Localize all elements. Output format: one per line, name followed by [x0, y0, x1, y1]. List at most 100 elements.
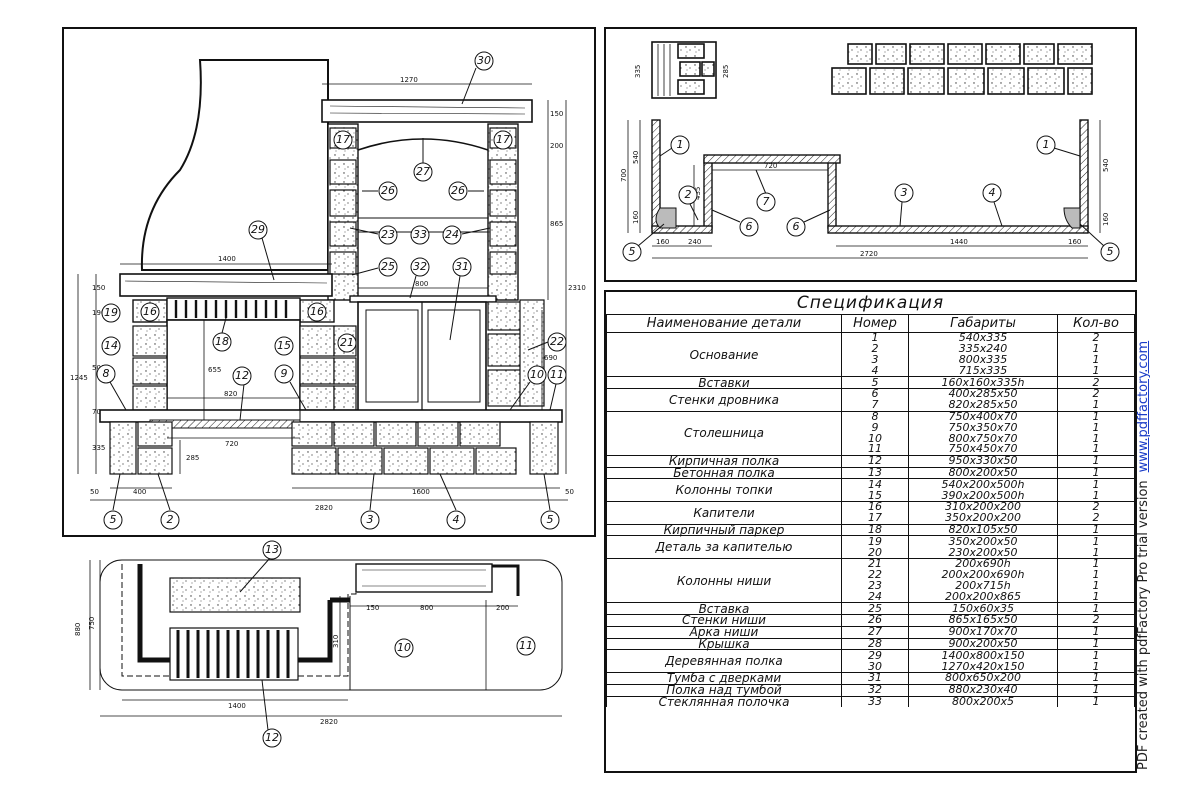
part-name-cell: Деталь за капителью [606, 535, 842, 559]
svg-text:29: 29 [251, 223, 265, 236]
svg-text:21: 21 [340, 336, 354, 349]
dim-label: 800 [420, 604, 433, 612]
part-name-cell: Вставки [606, 376, 842, 389]
callout-12: 12 [232, 366, 252, 421]
dim-label: 2720 [860, 250, 878, 258]
part-quantity-cell: 1 [1057, 410, 1135, 423]
part-quantity-cell: 1 [1057, 580, 1135, 592]
part-quantity-cell: 1 [1057, 660, 1135, 673]
part-quantity-cell: 2 [1057, 376, 1135, 389]
table-header-row: Наименование детали Номер Габариты Кол-в… [606, 314, 1135, 333]
dim-label: 865 [550, 220, 563, 228]
callout-30: 30 [461, 51, 494, 105]
svg-text:4: 4 [453, 513, 460, 526]
dim-label: 540 [632, 151, 640, 164]
dim-label: 1400 [228, 702, 246, 710]
svg-text:25: 25 [381, 260, 395, 273]
svg-text:33: 33 [413, 228, 427, 241]
dim-label: 150 [92, 284, 105, 292]
dim-label: 880 [74, 623, 82, 636]
dim-label: 50 [565, 488, 574, 496]
svg-text:3: 3 [367, 513, 374, 526]
callout-27: 27 [413, 138, 433, 182]
dim-label: 720 [764, 162, 777, 170]
callout-5: 5 [1079, 223, 1120, 262]
dim-label: 1400 [218, 255, 236, 263]
dim-label: 1440 [950, 238, 968, 246]
svg-text:9: 9 [281, 367, 288, 380]
watermark-text: PDF created with pdfFactory Pro trial ve… [1136, 480, 1151, 770]
svg-text:26: 26 [381, 184, 395, 197]
part-quantity-cell: 1 [1057, 422, 1135, 434]
dim-label: 150 [550, 110, 563, 118]
dim-label: 720 [225, 440, 238, 448]
dim-label: 285 [186, 454, 199, 462]
watermark-link[interactable]: www.pdffactory.com [1136, 340, 1151, 473]
dim-label: 200 [550, 142, 563, 150]
callout-7: 7 [755, 169, 776, 212]
dim-label: 150 [366, 604, 379, 612]
callout-17: 17 [493, 130, 513, 150]
header-quantity: Кол-во [1057, 314, 1135, 333]
part-name-cell: Деревянная полка [606, 649, 842, 673]
part-dimensions-cell: 800x200x5 [908, 695, 1058, 708]
callout-6: 6 [786, 209, 831, 237]
svg-text:5: 5 [547, 513, 554, 526]
part-name-cell: Стеклянная полочка [606, 695, 842, 708]
part-quantity-cell: 1 [1057, 557, 1135, 570]
part-name-cell: Бетонная полка [606, 466, 842, 479]
callout-15: 15 [274, 336, 294, 356]
svg-text:31: 31 [455, 260, 469, 273]
svg-text:24: 24 [445, 228, 459, 241]
callout-13: 13 [239, 540, 282, 593]
part-quantity-cell: 1 [1057, 466, 1135, 479]
dim-label: 160 [1102, 213, 1110, 226]
dim-label: 690 [544, 354, 557, 362]
svg-text:16: 16 [310, 305, 324, 318]
dim-label: 160 [656, 238, 669, 246]
part-quantity-cell: 1 [1057, 683, 1135, 696]
header-dimensions: Габариты [908, 314, 1058, 333]
part-name-cell: Капители [606, 500, 842, 525]
callout-25: 25 [351, 257, 398, 277]
part-quantity-cell: 1 [1057, 365, 1135, 377]
callout-1: 1 [1036, 135, 1081, 157]
callout-11: 11 [547, 365, 567, 411]
part-number-cell: 33 [841, 695, 909, 708]
part-quantity-cell: 1 [1057, 478, 1135, 491]
svg-text:7: 7 [763, 195, 770, 208]
part-number-cell: 24 [841, 591, 909, 603]
callout-21: 21 [337, 333, 357, 353]
svg-text:8: 8 [103, 367, 110, 380]
part-name-cell: Стенки дровника [606, 387, 842, 412]
svg-text:11: 11 [519, 639, 533, 652]
svg-text:10: 10 [530, 368, 544, 381]
callout-14: 14 [101, 336, 121, 356]
part-quantity-cell: 1 [1057, 399, 1135, 412]
part-quantity-cell: 1 [1057, 625, 1135, 639]
dim-label: 400 [133, 488, 146, 496]
dim-label: 800 [415, 280, 428, 288]
dim-label: 435 [694, 187, 702, 200]
callout-10: 10 [394, 638, 414, 658]
callout-19: 19 [101, 303, 121, 323]
callout-2: 2 [678, 185, 699, 221]
